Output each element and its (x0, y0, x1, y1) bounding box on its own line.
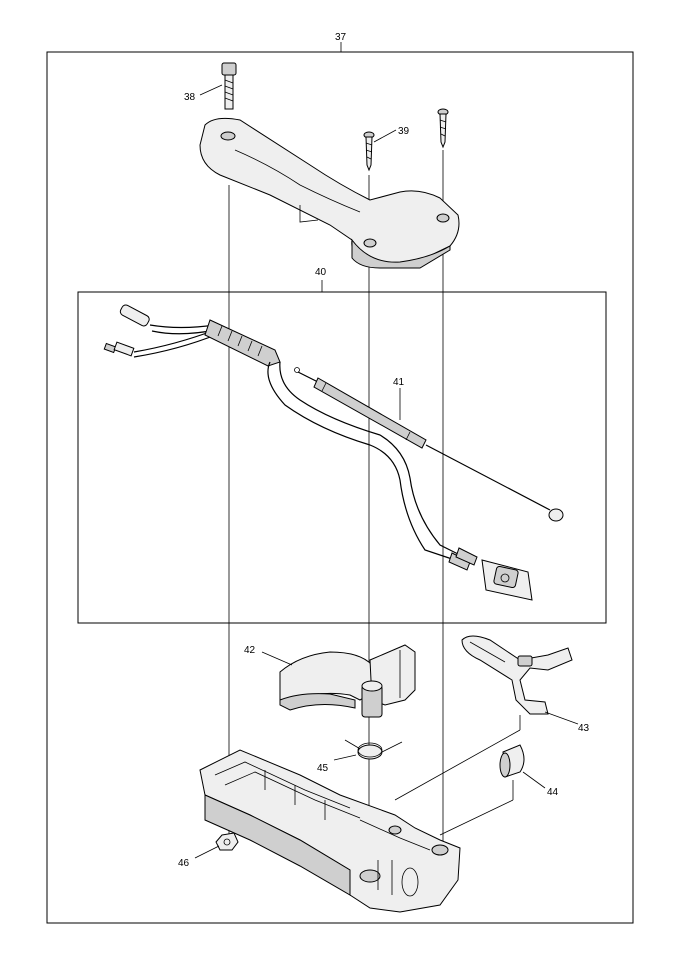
callout-44[interactable]: 44 (547, 787, 559, 798)
part-41-throttle-cable[interactable] (294, 367, 564, 522)
callout-38-leader (199, 84, 223, 96)
assembly-frame (46, 51, 634, 924)
part-44-pin[interactable] (499, 744, 525, 778)
callout-41[interactable]: 41 (393, 377, 405, 388)
harness-subframe (77, 291, 607, 624)
callout-44-leader (522, 771, 546, 789)
callout-45-leader (333, 754, 357, 761)
lower-handle-housing (199, 749, 461, 913)
part-39-screw-2[interactable] (437, 108, 449, 149)
callout-39-leader (373, 129, 397, 143)
callout-43-leader (544, 711, 579, 725)
callout-42[interactable]: 42 (244, 645, 256, 656)
callout-46-leader (194, 845, 220, 859)
part-43-lock-lever[interactable] (461, 635, 573, 715)
callout-43[interactable]: 43 (578, 723, 590, 734)
callout-37[interactable]: 37 (335, 32, 347, 43)
callout-42-leader (261, 651, 293, 666)
upper-handle-cover (199, 117, 460, 269)
alignment-line-44b (439, 799, 514, 836)
alignment-line-43b (394, 729, 521, 801)
part-42-throttle-trigger[interactable] (279, 644, 416, 718)
callout-40[interactable]: 40 (315, 267, 327, 278)
callout-46[interactable]: 46 (178, 858, 190, 869)
callout-45[interactable]: 45 (317, 763, 329, 774)
part-46-nut[interactable] (215, 832, 239, 851)
callout-38[interactable]: 38 (184, 92, 196, 103)
part-38-bolt[interactable] (221, 62, 237, 110)
part-45-spring[interactable] (344, 739, 403, 760)
wiring-harness[interactable] (103, 304, 533, 601)
callout-39[interactable]: 39 (398, 126, 410, 137)
part-39-screw[interactable] (363, 131, 375, 172)
